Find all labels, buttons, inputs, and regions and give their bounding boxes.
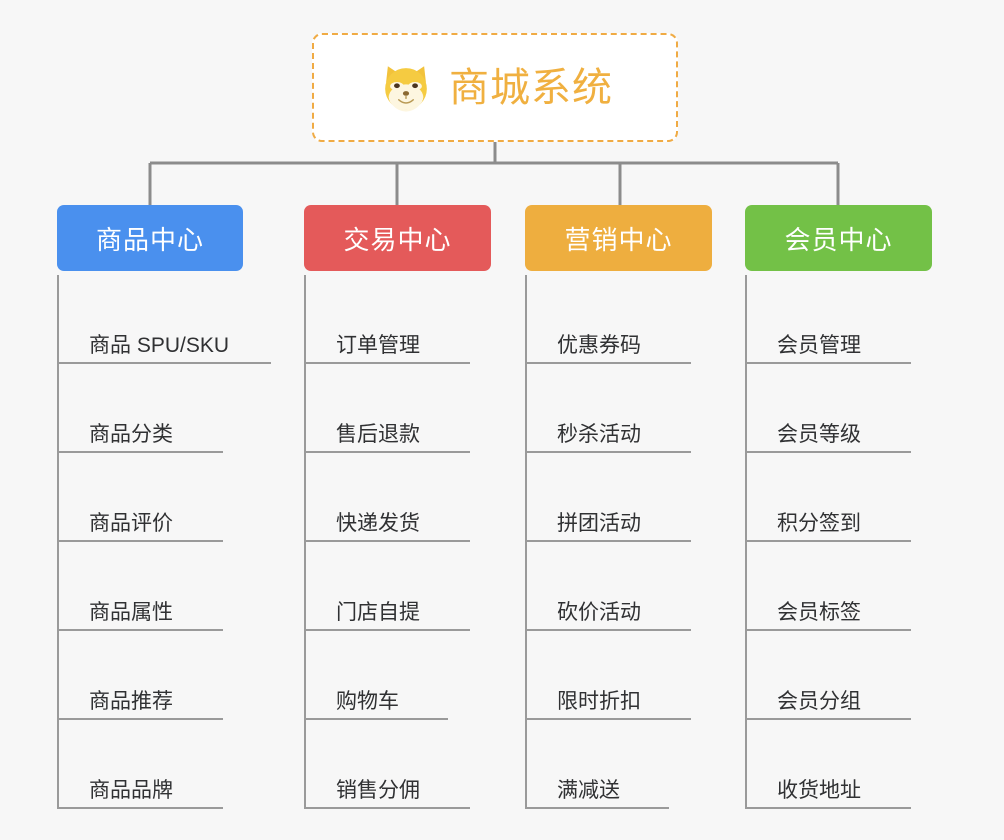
leaf-item[interactable]: 砍价活动: [525, 542, 712, 631]
root-node-商城系统[interactable]: 商城系统: [312, 33, 678, 142]
leaf-item-rule: [525, 451, 691, 453]
column-spine: [525, 275, 527, 809]
leaf-item[interactable]: 拼团活动: [525, 453, 712, 542]
column-items-trade-center: 订单管理售后退款快递发货门店自提购物车销售分佣: [304, 275, 491, 809]
leaf-item-rule: [304, 540, 470, 542]
leaf-item[interactable]: 优惠券码: [525, 275, 712, 364]
leaf-item[interactable]: 秒杀活动: [525, 364, 712, 453]
leaf-item[interactable]: 会员标签: [745, 542, 932, 631]
leaf-item-label: 会员分组: [777, 690, 861, 713]
leaf-item[interactable]: 销售分佣: [304, 720, 491, 809]
leaf-item-rule: [57, 629, 223, 631]
leaf-item-rule: [525, 718, 691, 720]
leaf-item-label: 秒杀活动: [557, 423, 641, 446]
leaf-item[interactable]: 会员等级: [745, 364, 932, 453]
column-marketing-center: 营销中心优惠券码秒杀活动拼团活动砍价活动限时折扣满减送: [525, 205, 712, 809]
leaf-item-label: 收货地址: [777, 779, 861, 802]
leaf-item[interactable]: 收货地址: [745, 720, 932, 809]
shiba-dog-face-icon: [377, 59, 435, 117]
leaf-item-label: 售后退款: [336, 423, 420, 446]
leaf-item-rule: [304, 629, 470, 631]
leaf-item-rule: [525, 807, 669, 809]
leaf-item-label: 会员标签: [777, 601, 861, 624]
column-header-label: 会员中心: [784, 224, 893, 255]
leaf-item[interactable]: 商品品牌: [57, 720, 243, 809]
leaf-item-label: 销售分佣: [336, 779, 420, 802]
leaf-item-rule: [57, 807, 223, 809]
leaf-item[interactable]: 满减送: [525, 720, 712, 809]
leaf-item-rule: [525, 362, 691, 364]
root-node-title: 商城系统: [449, 65, 613, 110]
column-spine: [57, 275, 59, 809]
leaf-item[interactable]: 积分签到: [745, 453, 932, 542]
leaf-item-label: 积分签到: [777, 512, 861, 535]
leaf-item-rule: [745, 629, 911, 631]
column-items-member-center: 会员管理会员等级积分签到会员标签会员分组收货地址: [745, 275, 932, 809]
leaf-item-label: 购物车: [336, 690, 399, 713]
leaf-item-label: 优惠券码: [557, 334, 641, 357]
leaf-item-label: 快递发货: [336, 512, 420, 535]
leaf-item-rule: [304, 807, 470, 809]
leaf-item[interactable]: 会员管理: [745, 275, 932, 364]
leaf-item[interactable]: 会员分组: [745, 631, 932, 720]
leaf-item[interactable]: 订单管理: [304, 275, 491, 364]
leaf-item-rule: [57, 451, 223, 453]
leaf-item-rule: [304, 718, 448, 720]
leaf-item-label: 商品评价: [89, 512, 173, 535]
leaf-item[interactable]: 限时折扣: [525, 631, 712, 720]
leaf-item-rule: [745, 451, 911, 453]
leaf-item-label: 商品分类: [89, 423, 173, 446]
leaf-item-label: 商品推荐: [89, 690, 173, 713]
column-header-trade-center[interactable]: 交易中心: [304, 205, 491, 271]
leaf-item-rule: [304, 451, 470, 453]
leaf-item[interactable]: 商品推荐: [57, 631, 243, 720]
leaf-item-rule: [304, 362, 470, 364]
leaf-item-rule: [525, 540, 691, 542]
leaf-item[interactable]: 商品评价: [57, 453, 243, 542]
leaf-item-label: 会员管理: [777, 334, 861, 357]
column-member-center: 会员中心会员管理会员等级积分签到会员标签会员分组收货地址: [745, 205, 932, 809]
leaf-item-label: 商品 SPU/SKU: [89, 334, 230, 357]
leaf-item-label: 门店自提: [336, 601, 420, 624]
leaf-item[interactable]: 商品属性: [57, 542, 243, 631]
column-product-center: 商品中心商品 SPU/SKU 商品分类商品评价商品属性商品推荐商品品牌: [57, 205, 271, 809]
leaf-item-rule: [57, 362, 271, 364]
column-header-label: 营销中心: [564, 224, 673, 255]
leaf-item-label: 限时折扣: [557, 690, 641, 713]
leaf-item-rule: [745, 540, 911, 542]
column-items-product-center: 商品 SPU/SKU 商品分类商品评价商品属性商品推荐商品品牌: [57, 275, 271, 809]
leaf-item-rule: [745, 807, 911, 809]
column-items-marketing-center: 优惠券码秒杀活动拼团活动砍价活动限时折扣满减送: [525, 275, 712, 809]
leaf-item-rule: [57, 540, 223, 542]
leaf-item-rule: [745, 362, 911, 364]
leaf-item-label: 拼团活动: [557, 512, 641, 535]
column-spine: [304, 275, 306, 809]
leaf-item[interactable]: 商品 SPU/SKU: [57, 275, 271, 364]
leaf-item[interactable]: 快递发货: [304, 453, 491, 542]
leaf-item-label: 满减送: [557, 779, 620, 802]
column-header-product-center[interactable]: 商品中心: [57, 205, 243, 271]
leaf-item-rule: [525, 629, 691, 631]
column-header-label: 交易中心: [343, 224, 452, 255]
column-trade-center: 交易中心订单管理售后退款快递发货门店自提购物车销售分佣: [304, 205, 491, 809]
leaf-item[interactable]: 门店自提: [304, 542, 491, 631]
leaf-item-label: 商品品牌: [89, 779, 173, 802]
leaf-item-label: 订单管理: [336, 334, 420, 357]
leaf-item[interactable]: 商品分类: [57, 364, 243, 453]
leaf-item[interactable]: 购物车: [304, 631, 491, 720]
leaf-item-rule: [57, 718, 223, 720]
leaf-item[interactable]: 售后退款: [304, 364, 491, 453]
leaf-item-label: 商品属性: [89, 601, 173, 624]
leaf-item-rule: [745, 718, 911, 720]
column-header-member-center[interactable]: 会员中心: [745, 205, 932, 271]
column-header-label: 商品中心: [95, 224, 204, 255]
column-spine: [745, 275, 747, 809]
column-header-marketing-center[interactable]: 营销中心: [525, 205, 712, 271]
leaf-item-label: 砍价活动: [557, 601, 641, 624]
leaf-item-label: 会员等级: [777, 423, 861, 446]
